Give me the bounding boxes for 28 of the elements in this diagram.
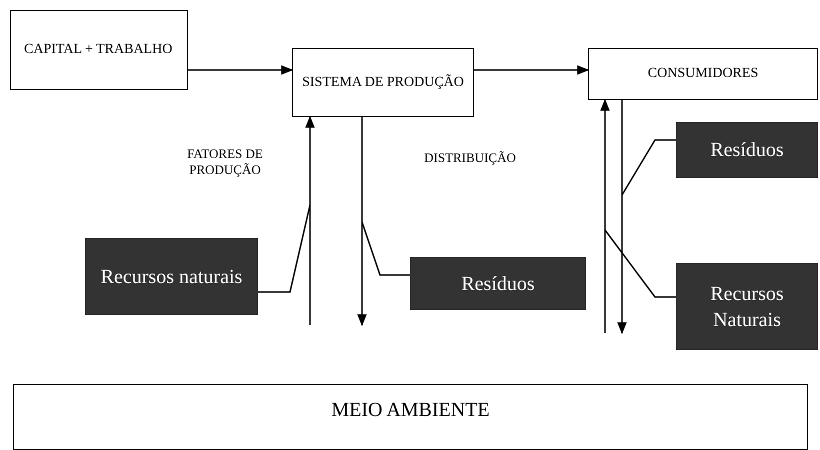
box-label: Recursos Naturais	[709, 282, 785, 332]
process-box	[588, 48, 818, 100]
leader-line	[604, 230, 676, 298]
box-label: CONSUMIDORES	[648, 66, 758, 82]
box-label: MEIO AMBIENTE	[331, 399, 490, 422]
arrow	[357, 117, 367, 326]
arrow	[305, 116, 315, 325]
waste-box	[410, 257, 586, 310]
waste-box	[676, 122, 818, 178]
box-label: Resíduos	[710, 138, 784, 163]
leader-line	[621, 139, 676, 196]
arrow	[474, 65, 590, 75]
arrow	[617, 100, 627, 334]
box-label: SISTEMA DE PRODUÇÃO	[302, 74, 464, 90]
leader-line	[258, 204, 311, 293]
input-box	[10, 10, 188, 90]
environment-box	[13, 384, 808, 450]
process-box	[292, 48, 474, 117]
box-label: CAPITAL + TRABALHO	[23, 42, 174, 58]
arrow	[600, 98, 610, 333]
arrow	[188, 65, 294, 75]
box-label: Resíduos	[461, 272, 535, 296]
resource-box	[676, 263, 818, 350]
resource-box	[85, 238, 258, 315]
flow-label: DISTRIBUIÇÃO	[423, 150, 517, 166]
box-label: Recursos naturais	[100, 264, 242, 290]
leader-line	[361, 222, 410, 276]
flow-label: FATORES DE PRODUÇÃO	[186, 146, 264, 178]
